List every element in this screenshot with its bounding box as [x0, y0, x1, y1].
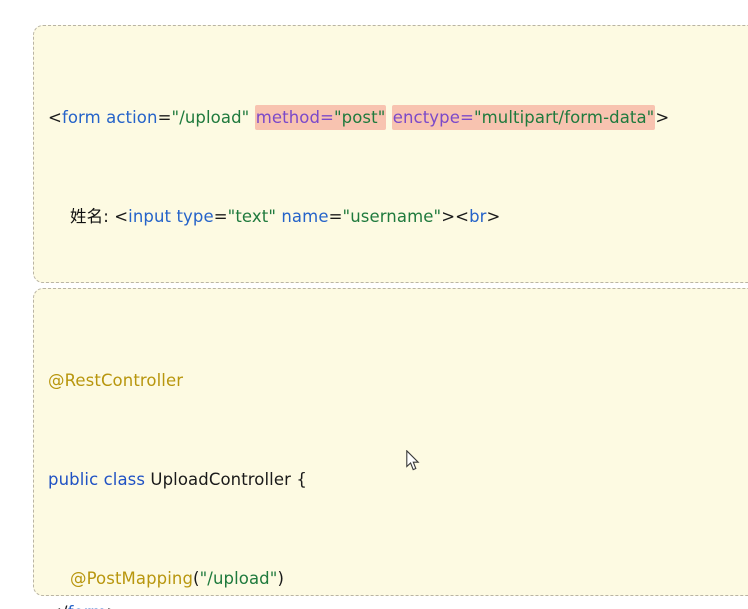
- paren-open: (: [193, 569, 200, 588]
- space: [386, 108, 391, 127]
- annotation-post-mapping: @PostMapping: [70, 569, 194, 588]
- paren-close: ): [277, 569, 284, 588]
- mapping-path: "/upload": [199, 569, 278, 588]
- annotation-rest-controller: @RestController: [48, 371, 184, 390]
- angle-bracket-close: >: [655, 108, 670, 127]
- tag-form-close: form: [68, 603, 107, 609]
- angle-bracket-close: >: [106, 603, 120, 609]
- tag-br: br: [469, 207, 487, 226]
- code-line-form-open: <form action="/upload" method="post" enc…: [34, 97, 669, 139]
- space: [249, 108, 254, 127]
- label-username: 姓名:: [70, 207, 115, 226]
- attr-enctype: enctype: [392, 108, 460, 127]
- code-line-username-input: 姓名: <input type="text" name="username"><…: [34, 196, 669, 238]
- equals-action: =: [157, 108, 172, 127]
- value-action: "/upload": [171, 108, 250, 127]
- equals-name: =: [328, 207, 343, 226]
- tag-input: input: [128, 207, 172, 226]
- angle-bracket-close: >: [441, 207, 456, 226]
- value-type: "text": [227, 207, 277, 226]
- value-name: "username": [342, 207, 442, 226]
- tag-form: form: [61, 108, 101, 127]
- attr-type: type: [176, 207, 214, 226]
- keyword-public-class: public class: [48, 470, 151, 489]
- highlight-method-attribute: method="post": [254, 105, 387, 130]
- equals-type: =: [213, 207, 228, 226]
- angle-bracket-open-slash: </: [48, 603, 68, 609]
- value-enctype: "multipart/form-data": [473, 108, 655, 127]
- value-method: "post": [333, 108, 386, 127]
- angle-bracket-close-br: >: [486, 207, 501, 226]
- code-line-form-close: </form>: [34, 592, 669, 609]
- html-code-panel: <form action="/upload" method="post" enc…: [33, 25, 748, 609]
- equals-method: =: [320, 108, 334, 127]
- java-code-panel: @RestController public class UploadContr…: [33, 288, 748, 596]
- class-name-upload-controller: UploadController {: [150, 470, 307, 489]
- java-code-block: @RestController public class UploadContr…: [34, 289, 514, 609]
- code-line-class-declaration: public class UploadController {: [34, 459, 514, 501]
- code-line-rest-controller: @RestController: [34, 360, 514, 402]
- angle-bracket-open-br: <: [455, 207, 470, 226]
- equals-enctype: =: [460, 108, 474, 127]
- highlight-enctype-attribute: enctype="multipart/form-data": [391, 105, 656, 130]
- attr-name: name: [281, 207, 329, 226]
- code-line-post-mapping: @PostMapping("/upload"): [34, 558, 514, 600]
- attr-action: action: [106, 108, 158, 127]
- attr-method: method: [255, 108, 321, 127]
- angle-bracket-open: <: [114, 207, 129, 226]
- angle-bracket-open: <: [48, 108, 62, 127]
